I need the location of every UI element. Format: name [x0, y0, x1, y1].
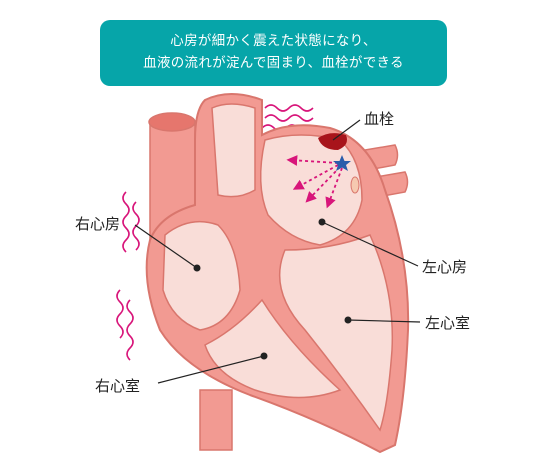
label-left-atrium: 左心房: [422, 258, 468, 276]
vena-cava-opening: [148, 112, 196, 132]
label-right-atrium: 右心房: [75, 215, 121, 233]
leader-dots: [193, 218, 352, 360]
banner-line-2: 血液の流れが淀んで固まり、血栓ができる: [143, 55, 404, 71]
leader-lines: [134, 119, 421, 384]
right-ventricle-chamber: [204, 298, 342, 399]
valve-spot: [350, 176, 360, 194]
right-atrium-chamber: [162, 220, 241, 331]
aortic-root: [211, 103, 256, 198]
label-right-ventricle: 右心室: [95, 377, 141, 395]
flow-arrows: [286, 155, 343, 209]
left-ventricle-chamber: [278, 234, 394, 432]
info-banner: 心房が細かく震えた状態になり、 血液の流れが淀んで固まり、血栓ができる: [100, 20, 447, 86]
thrombus-clot: [318, 133, 347, 150]
star-icon: [333, 155, 351, 171]
banner-line-1: 心房が細かく震えた状態になり、: [170, 33, 377, 49]
fibrillation-lines-left: [116, 191, 140, 361]
label-left-ventricle: 左心室: [425, 314, 471, 332]
label-thrombus: 血栓: [364, 110, 395, 128]
inferior-vena-cava: [199, 389, 233, 451]
